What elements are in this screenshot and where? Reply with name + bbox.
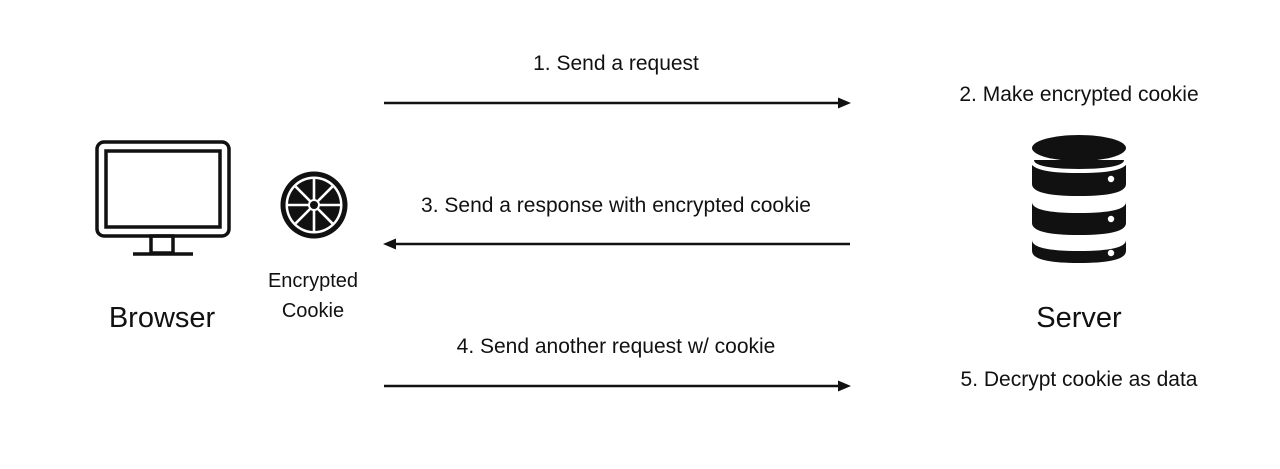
step-3-label: 3. Send a response with encrypted cookie <box>421 194 811 217</box>
server-label: Server <box>1036 302 1122 334</box>
step-5-label: 5. Decrypt cookie as data <box>960 368 1198 391</box>
cookie-request-arrow <box>384 380 851 392</box>
cookie-label-line2: Cookie <box>281 300 345 322</box>
cookie-label-line1: Encrypted <box>267 270 359 292</box>
step-4-label: 4. Send another request w/ cookie <box>456 335 776 358</box>
cookie-icon <box>280 171 348 239</box>
database-server-icon <box>1030 135 1128 263</box>
browser-label: Browser <box>108 302 216 334</box>
step-2-label: 2. Make encrypted cookie <box>959 83 1199 106</box>
request-arrow <box>384 97 851 109</box>
monitor-icon <box>95 140 231 256</box>
response-arrow <box>383 238 850 250</box>
step-1-label: 1. Send a request <box>533 52 699 75</box>
cookie-label: Encrypted Cookie <box>268 266 358 326</box>
